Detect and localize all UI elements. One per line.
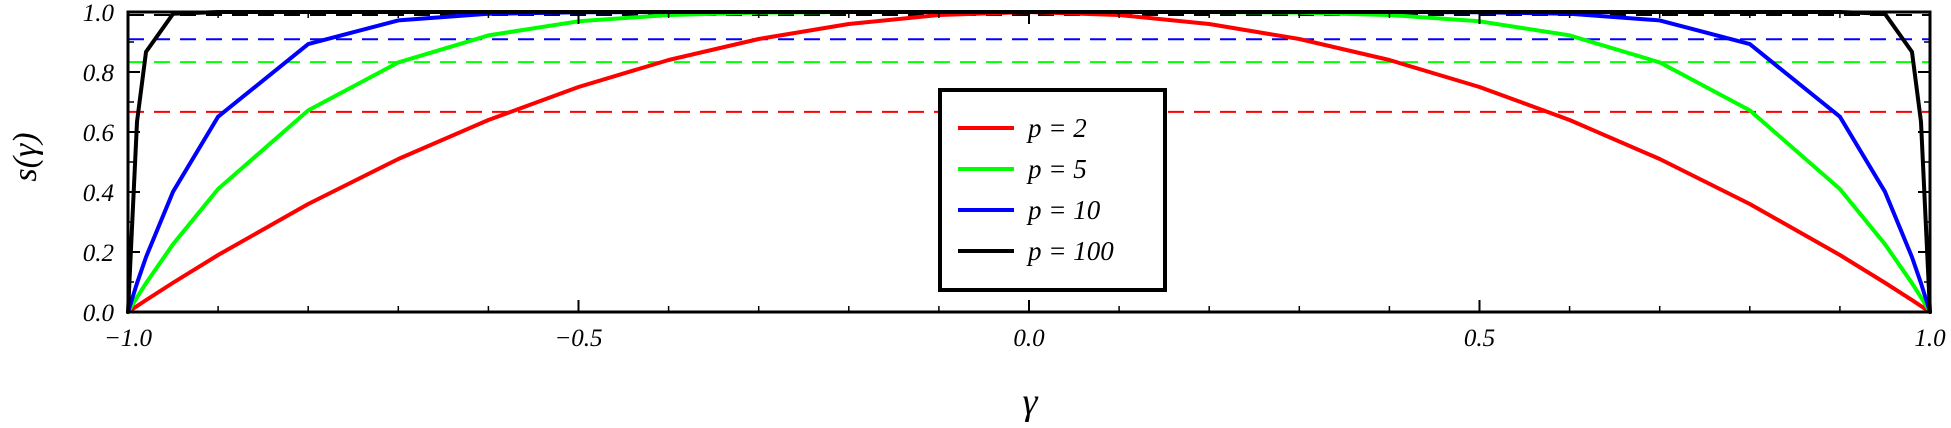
legend-label: p = 5 — [1026, 154, 1087, 184]
legend-box — [938, 88, 1167, 292]
x-tick-label: 0.0 — [1013, 325, 1045, 352]
y-tick-label: 0.6 — [83, 120, 115, 147]
x-tick-label: −0.5 — [554, 325, 602, 352]
x-axis-title: γ — [1023, 381, 1039, 423]
y-tick-label: 0.0 — [83, 300, 115, 327]
x-axis-ticks: −1.0 −0.5 0.0 0.5 1.0 — [104, 12, 1946, 352]
x-tick-label: 1.0 — [1914, 325, 1946, 352]
x-tick-label: −1.0 — [104, 325, 153, 352]
y-tick-label: 1.0 — [83, 0, 115, 27]
x-tick-label: 0.5 — [1464, 325, 1495, 352]
legend-label: p = 100 — [1026, 236, 1114, 266]
y-tick-label: 0.4 — [83, 180, 114, 207]
y-tick-label: 0.8 — [83, 60, 115, 87]
y-axis-ticks: 0.0 0.2 0.4 0.6 0.8 1.0 — [83, 0, 1930, 327]
legend-label: p = 2 — [1026, 113, 1087, 143]
dashed-reference-lines — [128, 14, 1930, 113]
legend: p = 2 p = 5 p = 10 p = 100 — [938, 88, 1167, 292]
y-axis-title: s(γ) — [7, 132, 44, 181]
legend-label: p = 10 — [1026, 195, 1101, 225]
y-tick-label: 0.2 — [83, 240, 114, 267]
